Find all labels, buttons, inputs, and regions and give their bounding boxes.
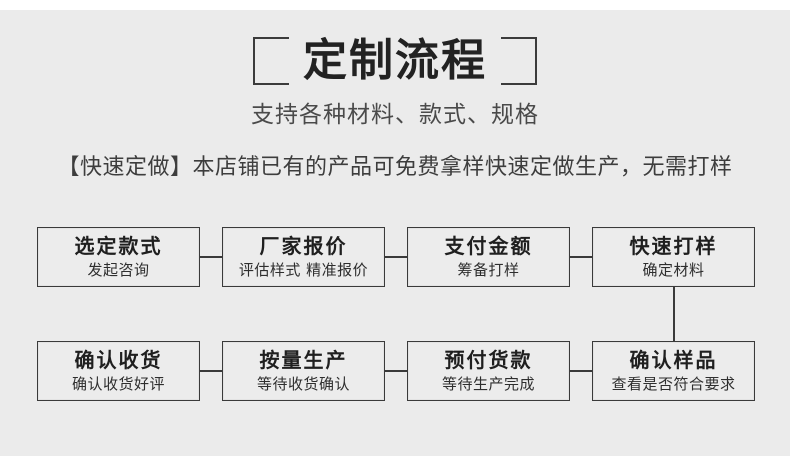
flow-step-title: 选定款式 [74, 234, 163, 258]
bracket-right-icon [485, 37, 537, 85]
flow-step-title: 快速打样 [629, 234, 718, 258]
flow-step-title: 确认收货 [74, 348, 163, 372]
connector-horizontal [385, 370, 407, 372]
flow-step-title: 按量生产 [259, 348, 348, 372]
flow-step-subtitle: 等待生产完成 [441, 375, 535, 393]
connector-horizontal [570, 256, 592, 258]
flow-row-top: 选定款式 发起咨询 厂家报价 评估样式 精准报价 支付金额 筹备打样 快速打样 … [37, 227, 755, 287]
flow-step-box[interactable]: 确认样品 查看是否符合要求 [592, 341, 755, 401]
flow-step-subtitle: 等待收货确认 [256, 375, 350, 393]
flow-row-bottom: 确认收货 确认收货好评 按量生产 等待收货确认 预付货款 等待生产完成 确认样品… [37, 341, 755, 401]
flow-step-subtitle: 确认收货好评 [71, 375, 165, 393]
flow-step-subtitle: 评估样式 精准报价 [238, 261, 369, 279]
connector-vertical [673, 287, 675, 341]
flow-step-subtitle: 确定材料 [642, 261, 705, 279]
flow-step-subtitle: 发起咨询 [87, 261, 150, 279]
flow-step-subtitle: 筹备打样 [457, 261, 520, 279]
flow-step-title: 厂家报价 [259, 234, 348, 258]
flow-step-box[interactable]: 支付金额 筹备打样 [407, 227, 570, 287]
connector-horizontal [570, 370, 592, 372]
flow-step-title: 确认样品 [629, 348, 718, 372]
flow-step-title: 支付金额 [444, 234, 533, 258]
connector-horizontal [385, 256, 407, 258]
page-title: 定制流程 [289, 37, 501, 85]
flow-step-box[interactable]: 快速打样 确定材料 [592, 227, 755, 287]
flow-step-box[interactable]: 预付货款 等待生产完成 [407, 341, 570, 401]
flow-step-box[interactable]: 厂家报价 评估样式 精准报价 [222, 227, 385, 287]
connector-horizontal [200, 256, 222, 258]
flow-step-subtitle: 查看是否符合要求 [611, 375, 736, 393]
connector-horizontal [200, 370, 222, 372]
notice-text: 【快速定做】本店铺已有的产品可免费拿样快速定做生产，无需打样 [57, 155, 733, 180]
flow-step-box[interactable]: 确认收货 确认收货好评 [37, 341, 200, 401]
flow-step-box[interactable]: 按量生产 等待收货确认 [222, 341, 385, 401]
page-header: 定制流程 支持各种材料、款式、规格 [0, 30, 790, 130]
flow-step-title: 预付货款 [444, 348, 533, 372]
page-subtitle: 支持各种材料、款式、规格 [251, 102, 539, 128]
flow-step-box[interactable]: 选定款式 发起咨询 [37, 227, 200, 287]
title-row: 定制流程 [0, 30, 790, 92]
bracket-left-icon [253, 37, 305, 85]
